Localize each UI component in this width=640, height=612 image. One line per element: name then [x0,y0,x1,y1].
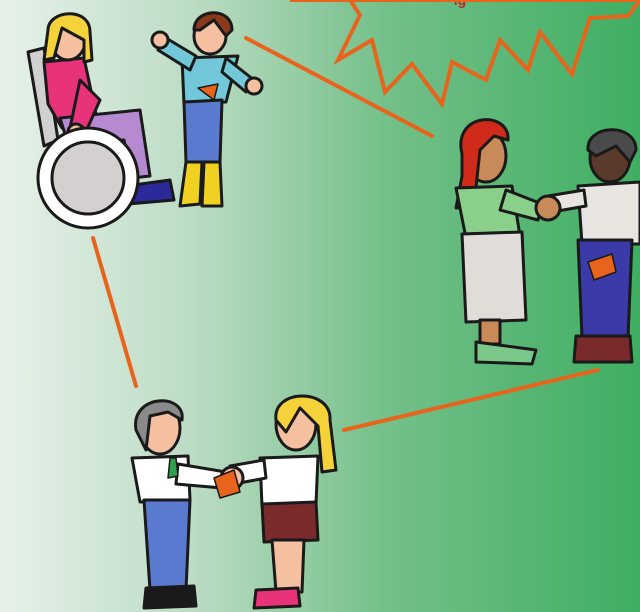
woman-blonde-legs [272,540,304,592]
woman-right-shoe [574,336,632,362]
man-shoes [144,586,196,608]
connector-line-2 [93,238,136,386]
group-wheelchair-user-and-child [28,13,262,228]
child-trousers [184,100,222,162]
wheelchair-hub [52,142,124,214]
group-two-women-shaking-hands [456,120,640,364]
child-hand-right [246,78,262,94]
handshake-hands [536,196,560,220]
child-boot-left [180,162,202,206]
man-trousers [144,500,190,590]
child-hand-left [152,32,168,48]
woman-left-legs [480,320,500,344]
connector-line-1 [246,38,432,136]
connector-line-3 [344,370,598,430]
woman-left-skirt [462,232,526,322]
child-boot-right [202,162,222,206]
woman-left-shoes [476,342,536,364]
group-man-and-woman-shaking-hands [132,396,336,608]
man-tie [168,458,178,478]
woman-blonde-shoes [254,588,300,608]
woman-right-top [578,182,640,244]
woman-blonde-skirt [262,502,318,542]
woman-blonde-top [260,456,318,506]
woman-right-trousers [578,240,632,338]
